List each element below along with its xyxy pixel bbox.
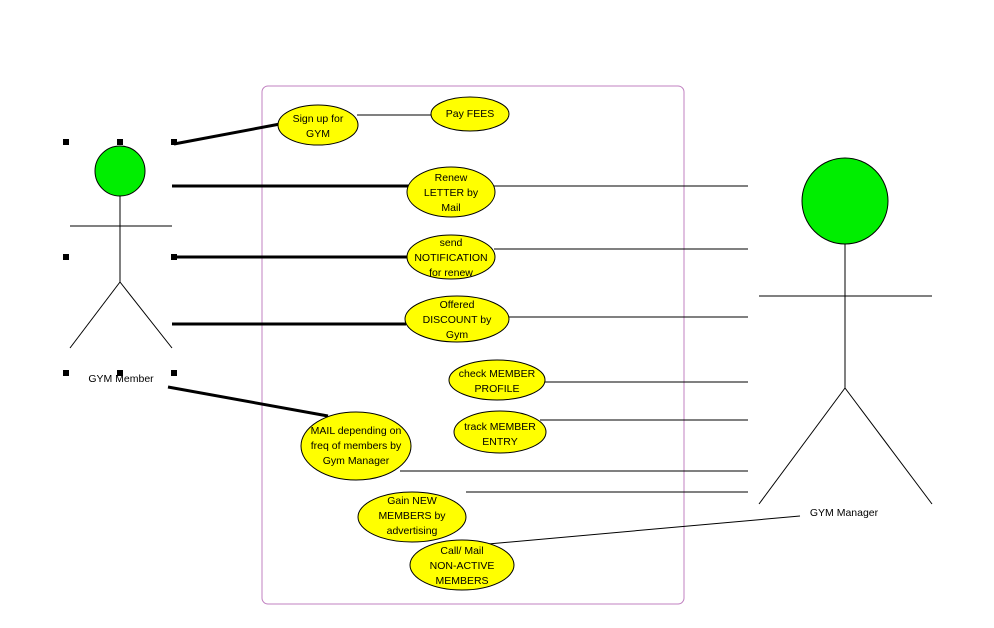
use-case-line: MEMBERS by — [378, 510, 446, 522]
selection-handle[interactable] — [63, 139, 69, 145]
use-case-line: Mail — [441, 202, 460, 214]
use-case-line: send — [440, 237, 463, 249]
use-case-line: Gain NEW — [387, 495, 437, 507]
system-boundary — [261, 85, 685, 605]
use-case-line: MAIL depending on — [311, 425, 402, 437]
use-case-line: ENTRY — [482, 436, 517, 448]
associations — [167, 114, 801, 545]
actor-right-leg — [844, 387, 933, 505]
assoc-member-mail-depending — [167, 385, 329, 418]
selection-handle[interactable] — [171, 254, 177, 260]
use-case-line: track MEMBER — [464, 421, 536, 433]
use-case-line: PROFILE — [475, 383, 520, 395]
actor-label: GYM Manager — [810, 507, 879, 519]
actor-head — [801, 157, 889, 245]
actor-head — [94, 145, 146, 197]
actor-label: GYM Member — [88, 373, 154, 385]
use-case-line: Pay FEES — [446, 108, 494, 120]
use-case-line: LETTER by — [424, 187, 479, 199]
actor-left-leg — [69, 281, 121, 349]
actor-gym-manager[interactable]: GYM Manager — [758, 157, 933, 519]
use-case-line: freq of members by — [311, 440, 402, 452]
use-case-line: Renew — [435, 172, 468, 184]
selection-handle[interactable] — [171, 139, 177, 145]
use-case-gain-members[interactable]: Gain NEW MEMBERS by advertising — [357, 491, 467, 543]
use-case-line: GYM — [306, 128, 330, 140]
selection-handle[interactable] — [63, 254, 69, 260]
use-case-line: Gym Manager — [323, 455, 390, 467]
use-case-line: MEMBERS — [435, 575, 488, 587]
use-case-line: NOTIFICATION — [414, 252, 487, 264]
use-case-line: advertising — [387, 525, 438, 537]
svg-text:Pay FEES: Pay FEES — [446, 108, 494, 120]
use-case-pay-fees[interactable]: Pay FEES — [430, 96, 510, 132]
selection-handle[interactable] — [63, 370, 69, 376]
selection-handle[interactable] — [117, 370, 123, 376]
assoc-manager-call-mail — [487, 515, 801, 545]
use-case-line: Sign up for — [293, 113, 344, 125]
actor-left-leg — [758, 387, 846, 505]
use-case-line: Call/ Mail — [440, 545, 483, 557]
use-case-line: check MEMBER — [459, 368, 536, 380]
use-case-line: Offered — [440, 299, 475, 311]
actor-gym-member[interactable]: GYM Member — [69, 145, 173, 385]
selection-handle[interactable] — [117, 139, 123, 145]
use-case-line: NON-ACTIVE — [430, 560, 495, 572]
selection-handle[interactable] — [171, 370, 177, 376]
actor-right-leg — [119, 281, 173, 349]
use-case-check-profile[interactable]: check MEMBER PROFILE — [448, 359, 546, 401]
use-case-line: DISCOUNT by — [423, 314, 492, 326]
use-case-line: for renew — [429, 267, 473, 279]
selection-handles — [63, 139, 177, 376]
use-case-track-entry[interactable]: track MEMBER ENTRY — [453, 410, 547, 454]
use-case-mail-depending[interactable]: MAIL depending on freq of members by Gym M… — [300, 411, 412, 481]
use-case-line: Gym — [446, 329, 468, 341]
assoc-member-sign-up — [173, 122, 281, 146]
